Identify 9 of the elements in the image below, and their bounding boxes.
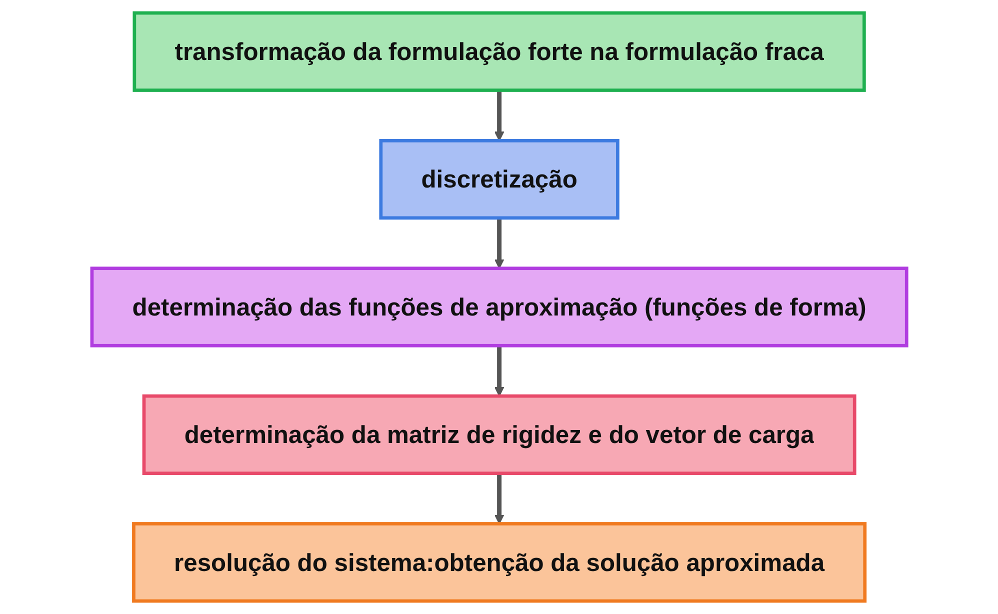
node-box: transformação da formulação forte na formulação fraca xyxy=(132,11,866,92)
arrow xyxy=(494,473,504,524)
node-box: discretização xyxy=(378,138,620,220)
node-box: resolução do sistema:obtenção da solução aproximada xyxy=(132,522,866,603)
arrow xyxy=(494,346,504,396)
arrow xyxy=(494,218,504,269)
node-box: determinação da matriz de rigidez e do vetor de carga xyxy=(142,394,856,475)
node-box: determinação das funções de aproximação (funções de forma) xyxy=(90,266,908,348)
arrow xyxy=(494,90,504,142)
